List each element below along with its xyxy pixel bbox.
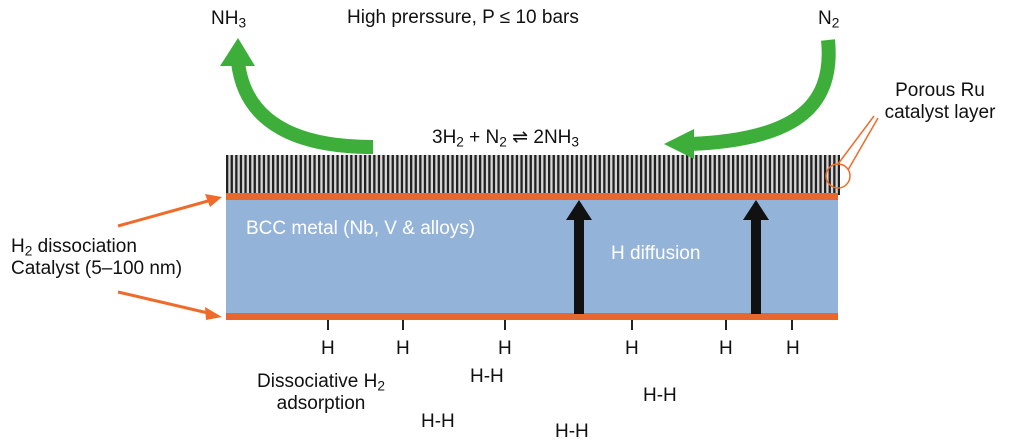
h2-molecule: H-H xyxy=(421,411,455,432)
bcc-metal-layer xyxy=(226,197,838,316)
bottom-catalyst-strip xyxy=(226,313,838,320)
h-atom: H xyxy=(498,338,512,359)
h-diffusion-arrow-left xyxy=(566,200,592,314)
h2-molecule: H-H xyxy=(470,366,504,387)
reaction-equation: 3H2 + N2 ⇌ 2NH3 xyxy=(432,127,579,150)
h-diffusion-arrow-right xyxy=(743,200,769,314)
dissociative-adsorption-label: Dissociative H2 adsorption xyxy=(257,371,385,414)
top-catalyst-strip xyxy=(226,193,838,200)
h-atom: H xyxy=(396,338,410,359)
nh3-release-arrow xyxy=(220,38,374,154)
h-atom: H xyxy=(625,338,639,359)
porous-ru-callout xyxy=(825,115,879,189)
catalyst-pointer-bottom xyxy=(117,290,222,320)
porous-ru-label: Porous Ru catalyst layer xyxy=(884,80,996,123)
h2-molecule: H-H xyxy=(643,385,677,406)
pressure-label: High prerssure, P ≤ 10 bars xyxy=(347,7,579,28)
h-atom: H xyxy=(321,338,335,359)
porous-ru-layer xyxy=(226,155,840,195)
h-atom: H xyxy=(786,338,800,359)
h2-dissociation-label: H2 dissociation Catalyst (5–100 nm) xyxy=(11,236,183,279)
h-diffusion-label: H diffusion xyxy=(611,243,701,264)
nh3-label: NH3 xyxy=(211,8,247,31)
n2-label: N2 xyxy=(818,8,840,31)
h2-molecule: H-H xyxy=(555,421,589,442)
h-atom-stubs xyxy=(327,320,793,330)
bcc-metal-label: BCC metal (Nb, V & alloys) xyxy=(246,218,476,239)
h-atom: H xyxy=(719,338,733,359)
catalyst-pointer-top xyxy=(117,194,222,228)
n2-intake-arrow xyxy=(664,39,836,159)
